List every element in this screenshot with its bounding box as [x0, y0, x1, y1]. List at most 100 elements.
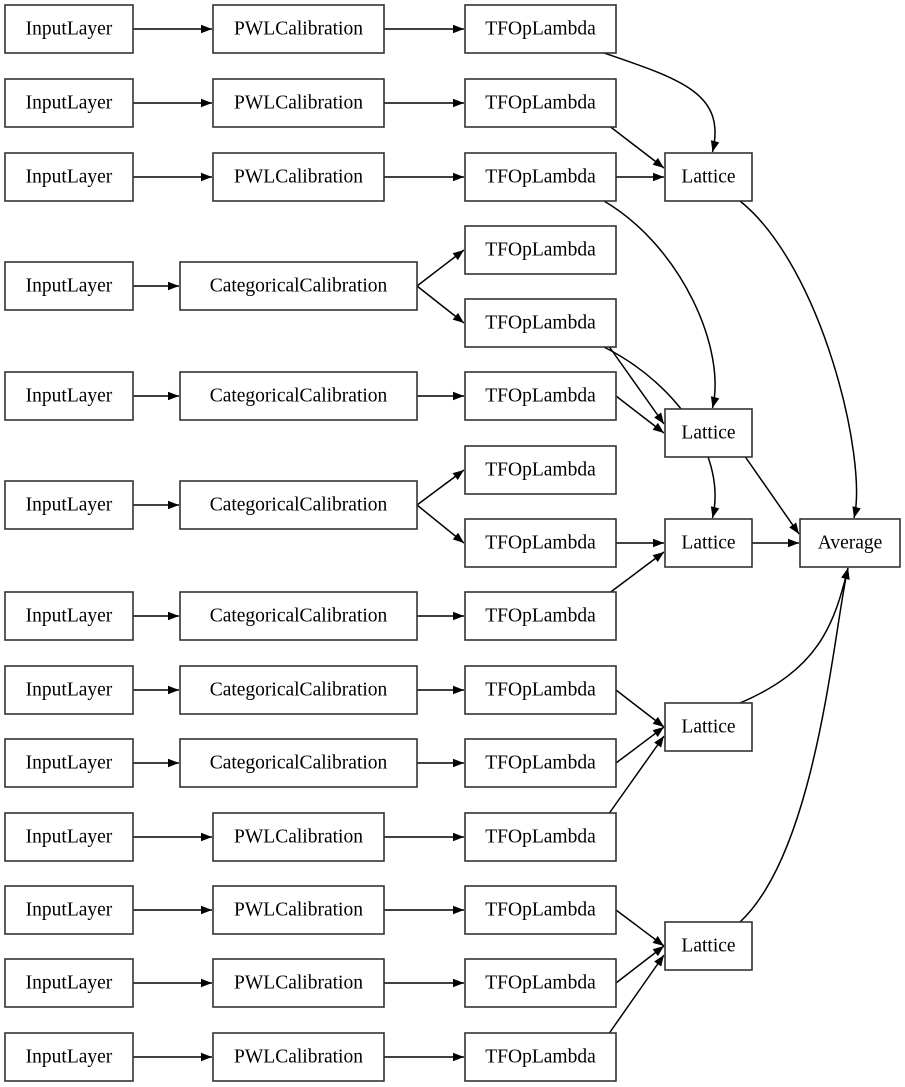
node-box[interactable] — [464, 225, 617, 275]
node-categorical-calibration-cal4[interactable]: CategoricalCalibration — [179, 261, 418, 311]
node-tfop-lambda-lam8[interactable]: TFOpLambda — [464, 518, 617, 568]
edge-line — [743, 454, 800, 535]
node-box[interactable] — [4, 665, 134, 715]
node-lattice-lat2[interactable]: Lattice — [664, 408, 753, 458]
node-input-layer-in10[interactable]: InputLayer — [4, 812, 134, 862]
node-tfop-lambda-lam1[interactable]: TFOpLambda — [464, 4, 617, 54]
node-box[interactable] — [212, 152, 385, 202]
node-box[interactable] — [179, 371, 418, 421]
node-box[interactable] — [664, 518, 753, 568]
node-box[interactable] — [464, 152, 617, 202]
node-box[interactable] — [664, 921, 753, 971]
node-box[interactable] — [464, 1032, 617, 1082]
node-tfop-lambda-lam11[interactable]: TFOpLambda — [464, 738, 617, 788]
node-tfop-lambda-lam3[interactable]: TFOpLambda — [464, 152, 617, 202]
node-box[interactable] — [464, 958, 617, 1008]
node-box[interactable] — [664, 408, 753, 458]
node-box[interactable] — [799, 518, 901, 568]
node-lattice-lat3[interactable]: Lattice — [664, 518, 753, 568]
node-box[interactable] — [664, 152, 753, 202]
node-box[interactable] — [464, 518, 617, 568]
node-box[interactable] — [464, 591, 617, 641]
node-box[interactable] — [4, 78, 134, 128]
node-box[interactable] — [4, 812, 134, 862]
node-input-layer-in7[interactable]: InputLayer — [4, 591, 134, 641]
node-lattice-lat1[interactable]: Lattice — [664, 152, 753, 202]
node-box[interactable] — [4, 4, 134, 54]
node-tfop-lambda-lam5[interactable]: TFOpLambda — [464, 298, 617, 348]
node-input-layer-in8[interactable]: InputLayer — [4, 665, 134, 715]
node-box[interactable] — [179, 738, 418, 788]
node-input-layer-in1[interactable]: InputLayer — [4, 4, 134, 54]
node-input-layer-in9[interactable]: InputLayer — [4, 738, 134, 788]
node-box[interactable] — [464, 812, 617, 862]
node-tfop-lambda-lam9[interactable]: TFOpLambda — [464, 591, 617, 641]
node-box[interactable] — [4, 738, 134, 788]
node-pwlcalibration-cal1[interactable]: PWLCalibration — [212, 4, 385, 54]
node-box[interactable] — [4, 261, 134, 311]
node-pwlcalibration-cal13[interactable]: PWLCalibration — [212, 1032, 385, 1082]
node-pwlcalibration-cal2[interactable]: PWLCalibration — [212, 78, 385, 128]
node-box[interactable] — [4, 885, 134, 935]
node-box[interactable] — [464, 4, 617, 54]
node-pwlcalibration-cal12[interactable]: PWLCalibration — [212, 958, 385, 1008]
node-categorical-calibration-cal8[interactable]: CategoricalCalibration — [179, 665, 418, 715]
node-tfop-lambda-lam10[interactable]: TFOpLambda — [464, 665, 617, 715]
node-box[interactable] — [212, 885, 385, 935]
node-tfop-lambda-lam14[interactable]: TFOpLambda — [464, 958, 617, 1008]
node-input-layer-in4[interactable]: InputLayer — [4, 261, 134, 311]
node-box[interactable] — [4, 371, 134, 421]
node-categorical-calibration-cal5[interactable]: CategoricalCalibration — [179, 371, 418, 421]
graph-edge — [384, 832, 464, 842]
node-box[interactable] — [4, 480, 134, 530]
node-box[interactable] — [4, 1032, 134, 1082]
node-input-layer-in2[interactable]: InputLayer — [4, 78, 134, 128]
node-box[interactable] — [212, 4, 385, 54]
node-box[interactable] — [464, 298, 617, 348]
node-tfop-lambda-lam6[interactable]: TFOpLambda — [464, 371, 617, 421]
node-input-layer-in5[interactable]: InputLayer — [4, 371, 134, 421]
node-box[interactable] — [212, 958, 385, 1008]
node-label: PWLCalibration — [234, 92, 363, 113]
node-pwlcalibration-cal3[interactable]: PWLCalibration — [212, 152, 385, 202]
node-box[interactable] — [464, 445, 617, 495]
node-lattice-lat4[interactable]: Lattice — [664, 702, 753, 752]
node-tfop-lambda-lam13[interactable]: TFOpLambda — [464, 885, 617, 935]
node-box[interactable] — [179, 480, 418, 530]
node-tfop-lambda-lam7[interactable]: TFOpLambda — [464, 445, 617, 495]
node-tfop-lambda-lam4[interactable]: TFOpLambda — [464, 225, 617, 275]
node-box[interactable] — [179, 591, 418, 641]
node-input-layer-in3[interactable]: InputLayer — [4, 152, 134, 202]
node-average-avg[interactable]: Average — [799, 518, 901, 568]
node-box[interactable] — [4, 958, 134, 1008]
node-tfop-lambda-lam12[interactable]: TFOpLambda — [464, 812, 617, 862]
node-box[interactable] — [464, 78, 617, 128]
node-box[interactable] — [212, 1032, 385, 1082]
graph-edge — [615, 689, 665, 728]
node-input-layer-in13[interactable]: InputLayer — [4, 1032, 134, 1082]
node-input-layer-in12[interactable]: InputLayer — [4, 958, 134, 1008]
node-tfop-lambda-lam2[interactable]: TFOpLambda — [464, 78, 617, 128]
node-pwlcalibration-cal10[interactable]: PWLCalibration — [212, 812, 385, 862]
node-input-layer-in11[interactable]: InputLayer — [4, 885, 134, 935]
node-tfop-lambda-lam15[interactable]: TFOpLambda — [464, 1032, 617, 1082]
node-categorical-calibration-cal7[interactable]: CategoricalCalibration — [179, 591, 418, 641]
graph-edge — [615, 395, 665, 434]
node-categorical-calibration-cal6[interactable]: CategoricalCalibration — [179, 480, 418, 530]
node-box[interactable] — [179, 665, 418, 715]
node-box[interactable] — [212, 812, 385, 862]
node-box[interactable] — [4, 152, 134, 202]
node-box[interactable] — [464, 738, 617, 788]
node-box[interactable] — [464, 885, 617, 935]
node-pwlcalibration-cal11[interactable]: PWLCalibration — [212, 885, 385, 935]
node-box[interactable] — [179, 261, 418, 311]
node-box[interactable] — [212, 78, 385, 128]
graph-edge — [133, 611, 179, 621]
node-box[interactable] — [664, 702, 753, 752]
node-box[interactable] — [464, 665, 617, 715]
node-lattice-lat5[interactable]: Lattice — [664, 921, 753, 971]
node-box[interactable] — [464, 371, 617, 421]
node-categorical-calibration-cal9[interactable]: CategoricalCalibration — [179, 738, 418, 788]
node-box[interactable] — [4, 591, 134, 641]
node-input-layer-in6[interactable]: InputLayer — [4, 480, 134, 530]
